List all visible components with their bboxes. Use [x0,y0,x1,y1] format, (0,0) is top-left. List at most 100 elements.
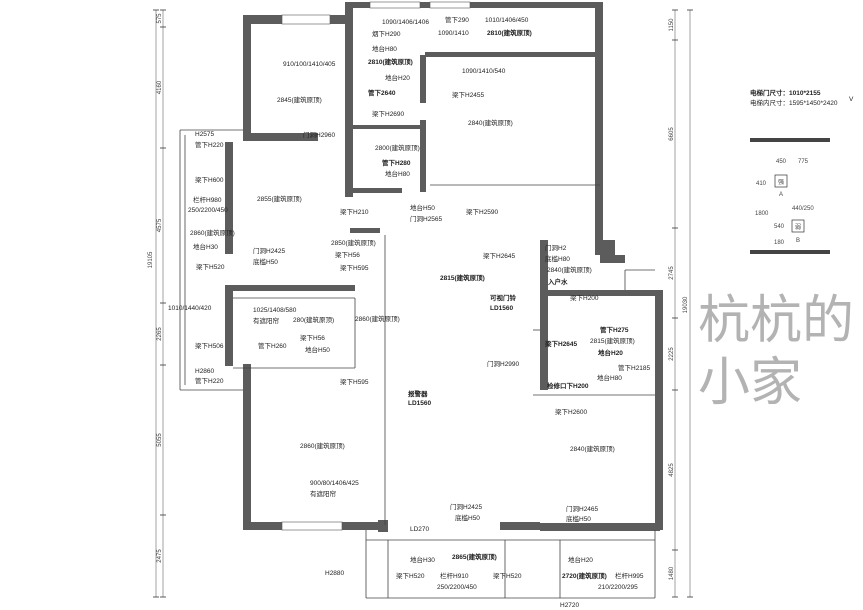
right-dimension-value: 1480 [669,566,675,580]
plan-label: 900/80/1406/425 [310,480,359,487]
plan-label: 管下H2185 [618,363,651,372]
plan-label: 梁下H595 [340,263,369,272]
plan-label: 910/100/1410/405 [283,61,336,68]
plan-label: LD1560 [490,305,514,312]
plan-label: 管下H220 [195,140,224,149]
right-dimension-value: 2225 [669,347,675,361]
wall [595,240,615,255]
plan-label: 门洞H2 [545,243,567,252]
elevator-door-size: 电梯门尺寸：1010*2155 [750,88,821,97]
plan-label: 2810(建筑原顶) [487,28,532,37]
annotation-labels: 1090/1406/1406 烟下H290 地台H80 2810(建筑原顶) 地台H20… [168,15,651,609]
wall [595,2,603,252]
box-label: 强 [778,179,784,186]
plan-label: H2860 [195,368,215,375]
plan-label: 梁下H520 [493,571,522,580]
plan-label: 可视门铃 [490,293,517,302]
plan-label: 栏杆H995 [615,571,644,580]
watermark-text: 杭杭的小家 [698,291,855,413]
plan-label: 2865(建筑原顶) [452,552,497,561]
plan-label: 管下H260 [258,341,287,350]
window [281,521,343,531]
plan-label: 梁下H520 [396,571,425,580]
box-label: 弱 [795,224,801,231]
plan-label: 管下H275 [600,325,629,334]
plan-label: 梁下H56 [335,250,360,259]
elevator-inner-size: 电梯内尺寸：1595*1450*2420 [750,98,838,107]
wall [600,255,625,263]
plan-label: 2810(建筑原顶) [368,57,413,66]
plan-label: 地台H50 [305,345,330,354]
wall [750,250,830,254]
plan-label: 梁下H520 [196,262,225,271]
plan-label: 地台H30 [193,242,218,251]
plan-label: 栏杆H980 [193,195,222,204]
wall [378,520,388,532]
plan-label: 地台H20 [598,348,623,357]
right-dimension-value: 1150 [669,18,675,32]
plan-label: 梁下H595 [340,377,369,386]
plan-label: 2840(建筑原顶) [547,265,592,274]
plan-label: 有遮阳帘 [310,489,337,498]
plan-label: 地台H80 [372,44,397,53]
plan-label: 2845(建筑原顶) [277,95,322,104]
wall [225,142,233,254]
plan-label: 管下290 [445,15,469,24]
plan-label: 报警器 [408,389,428,398]
plan-label: 1025/1408/580 [253,307,297,314]
plan-label: LD270 [410,526,430,533]
wall [540,523,660,531]
wall [500,522,540,530]
wall [352,188,402,193]
plan-label: 280(建筑原顶) [293,315,334,324]
left-dimension-value: 2475 [157,549,163,563]
plan-label: 1010/1406/450 [485,17,529,24]
plan-label: 地台H30 [410,555,435,564]
elevator-dimension: 410 [756,181,767,187]
plan-label: 1090/1410 [438,30,469,37]
plan-label: 1010/1440/420 [168,305,212,312]
plan-label: 地台H20 [385,73,410,82]
walls [225,1,663,532]
marker-label: B [796,238,800,244]
elevator-dimension: 450 [776,159,787,165]
window [369,1,421,9]
plan-label: 1090/1406/1406 [382,19,429,26]
switch-box [774,174,788,188]
plan-label: 烟下H290 [372,29,401,38]
elevator-dimension: 540 [774,224,785,230]
elevator-detail: 电梯门尺寸：1010*2155 电梯内尺寸：1595*1450*2420 450… [750,88,838,254]
plan-label: 2840(建筑原顶) [468,118,513,127]
plan-label: 2860(建筑原顶) [300,441,345,450]
right-dimension-value: 4825 [669,463,675,477]
plan-label: 梁下H2690 [372,109,405,118]
plan-label: 2815(建筑原顶) [440,273,485,282]
dimension-lines: 5754160457522655055247519105115066052745… [148,9,693,598]
thin-lines [179,129,656,599]
plan-label: H2720 [560,602,580,609]
plan-label: 2720(建筑原顶) [562,571,607,580]
plan-label: 管下H280 [382,158,411,167]
wall [420,55,426,103]
plan-label: LD1560 [408,400,432,407]
plan-label: 管下H220 [195,376,224,385]
wall [243,15,251,140]
plan-label: 入户水 [547,277,568,286]
plan-label: 2815(建筑原顶) [590,336,635,345]
plan-label: 管下2640 [368,88,396,97]
plan-label: 梁下H2645 [483,251,516,260]
edge-mark: V [849,96,854,103]
elevator-dimension: 180 [774,240,785,246]
plan-label: 底槛H50 [253,257,278,266]
plan-label: 栏杆H910 [440,571,469,580]
window [429,1,471,9]
wall [345,2,353,197]
wall [350,228,380,233]
plan-label: 梁下H210 [340,207,369,216]
plan-label: 2800(建筑原顶) [375,143,420,152]
wall [548,290,655,296]
plan-label: 门洞H2465 [566,504,599,513]
wall [225,290,233,366]
left-dimension-value: 4575 [157,218,163,232]
elevator-dimension: 1800 [755,211,769,217]
